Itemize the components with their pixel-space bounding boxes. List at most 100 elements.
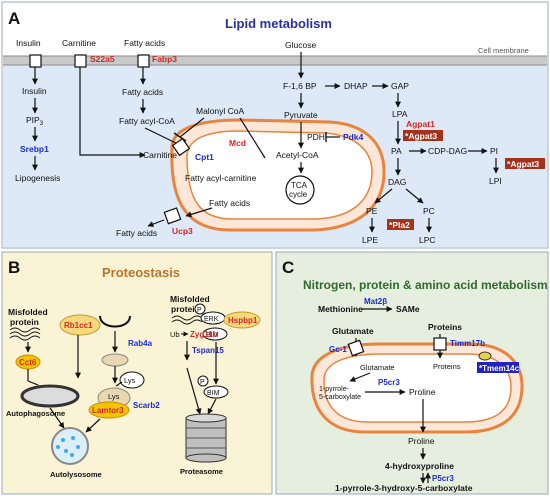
panel-b: B Proteostasis Misfolded protein Cct6 Rb… (1, 251, 273, 495)
gene-timm17b: Timm17b (450, 339, 485, 348)
cell-membrane (3, 56, 547, 65)
cdp-dag: CDP-DAG (428, 146, 467, 156)
erk: ERK (204, 316, 219, 323)
gene-s22a5: S22a5 (90, 54, 115, 64)
gene-hspbp1: Hspbp1 (228, 316, 258, 325)
pyruvate: Pyruvate (284, 110, 318, 120)
glutamate-in: Glutamate (360, 363, 395, 372)
gene-pdk4: Pdk4 (343, 132, 364, 142)
glucose: Glucose (285, 40, 316, 50)
hydroxyproline: 4-hydroxyproline (385, 461, 454, 471)
gene-ucp3: Ucp3 (172, 226, 193, 236)
endosome-icon (101, 353, 129, 367)
carnitine-mid: Carnitine (143, 150, 177, 160)
proline2: Proline (408, 436, 435, 446)
gene-p5cr3-a: P5cr3 (378, 378, 400, 387)
insulin-top: Insulin (16, 38, 41, 48)
pc: PC (423, 206, 435, 216)
lamtor3-badge (88, 401, 130, 419)
tca-line2: cycle (289, 190, 308, 199)
panel-c: C Nitrogen, protein & amino acid metabol… (275, 251, 549, 495)
lys1: Lys (124, 376, 136, 385)
gene-cct6: Cct6 (19, 358, 37, 367)
proteasome-icon (185, 413, 227, 463)
misfolded1-line2: protein (10, 317, 39, 327)
gene-tmem14c: *Tmem14c (479, 364, 520, 373)
gene-scarb2: Scarb2 (133, 401, 160, 410)
fattyacids-top: Fatty acids (124, 38, 165, 48)
fabp3-transporter-box (137, 54, 150, 68)
tca-cycle-circle (285, 175, 315, 205)
s22a5-transporter-box (74, 54, 87, 68)
fatty-acyl-coa: Fatty acyl-CoA (119, 116, 175, 126)
lpe: LPE (362, 235, 378, 245)
fatty-acyl-carnitine: Fatty acyl-carnitine (185, 173, 257, 183)
gene-gc1: Gc-1 (329, 345, 347, 354)
pla2: *Pla2 (389, 220, 410, 230)
glutamate-out: Glutamate (332, 326, 374, 336)
misfolded2-line2: protein (171, 304, 200, 314)
lys2: Lys (108, 392, 120, 401)
bim-icon-1 (202, 327, 228, 341)
gene-p5cr3-b: P5cr3 (432, 474, 454, 483)
phospho-icon-2 (197, 375, 209, 387)
autophagosome-icon (20, 384, 80, 408)
malonyl-coa: Malonyl CoA (196, 106, 245, 116)
agpat3-b: *Agpat3 (507, 159, 539, 169)
ub: Ub (170, 330, 180, 339)
gene-mcd: Mcd (229, 138, 246, 148)
fattyacids-in: Fatty acids (122, 87, 163, 97)
pla2-badge (387, 219, 414, 230)
endocytosis-icon (99, 315, 131, 328)
lysosome-icon-1 (119, 371, 145, 389)
gene-cpt1: Cpt1 (195, 152, 214, 162)
lipogenesis: Lipogenesis (15, 173, 60, 183)
misfolded2-line1: Misfolded (170, 294, 210, 304)
membrane-label: Cell membrane (478, 46, 529, 55)
pe: PE (366, 206, 378, 216)
gene-fabp3: Fabp3 (152, 54, 177, 64)
bim-icon-2 (203, 385, 229, 399)
panel-b-letter: B (8, 258, 20, 277)
f16bp: F-1,6 BP (283, 81, 317, 91)
panel-c-letter: C (282, 258, 294, 277)
hspbp1-badge (223, 311, 261, 329)
phospho-icon-1 (194, 303, 206, 315)
gene-mat2b: Mat2β (364, 297, 387, 306)
panel-a-letter: A (8, 9, 20, 28)
panel-a: A Lipid metabolism Cell membrane Insulin… (1, 1, 549, 249)
pdh: PDH (307, 132, 325, 142)
agpat3-a: *Agpat3 (405, 131, 437, 141)
cpt1-transporter-box (171, 137, 191, 157)
agpat3-badge-a (403, 130, 443, 141)
panel-b-title: Proteostasis (102, 265, 180, 280)
p2: P (200, 379, 205, 386)
tca-line1: TCA (291, 181, 308, 190)
insulin-in: Insulin (22, 86, 47, 96)
autolysosome-icon (51, 427, 89, 465)
final-product: 1-pyrrole-3-hydroxy-5-carboxylate (335, 483, 473, 493)
acetyl-coa: Acetyl-CoA (276, 150, 319, 160)
bim1: BIM (206, 332, 219, 339)
misfolded1-line1: Misfolded (8, 307, 48, 317)
lpi: LPI (489, 176, 502, 186)
pi: PI (490, 146, 498, 156)
p5c-line1: 1-pyrrole- (319, 386, 350, 393)
proteins-out: Proteins (428, 322, 462, 332)
gc1-transporter-box (347, 339, 365, 357)
gene-rb1cc1: Rb1cc1 (64, 321, 93, 330)
pa: PA (391, 146, 402, 156)
tmem14c-badge (477, 362, 519, 373)
fattyacids-out: Fatty acids (116, 228, 157, 238)
gene-srebp1: Srebp1 (20, 144, 49, 154)
mitochondrion-a-cristae (186, 130, 373, 220)
rb1cc1-badge (59, 314, 101, 336)
tmem14c-protein-icon (478, 351, 492, 361)
gene-rab4a: Rab4a (128, 339, 153, 348)
proline1: Proline (409, 387, 436, 397)
gap: GAP (391, 81, 409, 91)
gene-lamtor3: Lamtor3 (92, 406, 124, 415)
timm17b-transporter-box (433, 337, 447, 351)
lpc: LPC (419, 235, 436, 245)
